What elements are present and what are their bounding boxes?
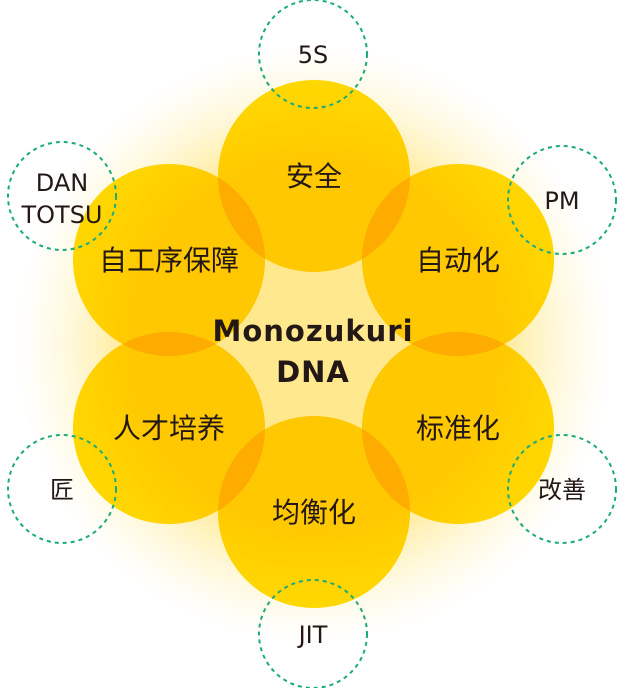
core-label: 自动化 [416,244,500,277]
satellite-circle [258,579,368,688]
center-title-line2: DNA [276,355,350,389]
core-circle [73,164,265,356]
core-circle [362,332,554,524]
core-label: 标准化 [416,412,500,445]
core-label: 安全 [286,160,342,193]
satellite-label: 改善 [538,476,586,504]
core-circle [362,164,554,356]
satellite-label: PM [544,187,579,215]
core-circle [218,416,410,608]
satellite-circle [7,434,117,544]
satellite-label-line2: TOTSU [20,201,102,229]
satellite-label: 匠 [50,476,74,504]
satellite-label: JIT [297,621,328,649]
satellite-label: 5S [298,41,329,69]
satellite-circle [7,141,117,251]
satellite-circle [507,145,617,255]
satellite-circle [258,0,368,109]
satellite-label-line1: DAN [36,169,88,197]
core-label: 人才培养 [113,412,225,445]
center-title-line1: Monozukuri [212,314,413,348]
satellite-circle [507,434,617,544]
core-circle [73,332,265,524]
core-label: 自工序保障 [99,244,239,277]
core-circle [218,80,410,272]
core-label: 均衡化 [272,496,356,529]
